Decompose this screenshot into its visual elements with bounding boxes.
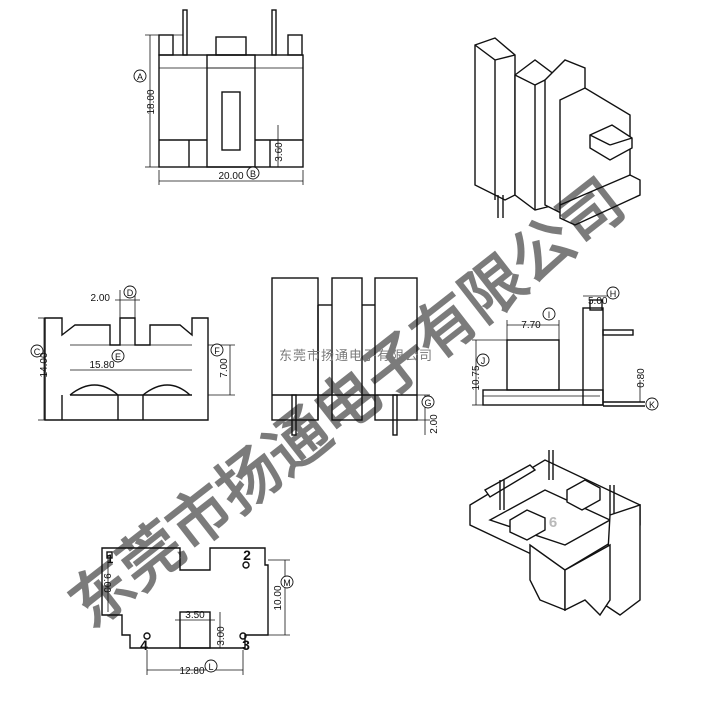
callout-k-label: K [649, 400, 655, 410]
callout-m [280, 575, 294, 589]
dim-left-9: 9.00 [101, 573, 112, 593]
callout-b-label: B [250, 169, 256, 179]
pin-number-4: 4 [140, 637, 148, 653]
dim-inner-width-15.8: 15.80 [89, 360, 114, 371]
callout-f [210, 343, 224, 357]
dim-span-12.8: 12.80 [179, 666, 204, 677]
callout-g [421, 395, 435, 409]
dim-slot-width-3.5: 3.50 [185, 610, 205, 621]
pin-front-view [271, 277, 430, 436]
callout-a [133, 69, 147, 83]
callout-l-label: L [208, 662, 213, 672]
side-view [38, 290, 235, 421]
dim-slot-height-3: 3.00 [216, 626, 227, 646]
iso-view-bottom [469, 450, 641, 617]
dim-height-14: 14.00 [39, 352, 50, 377]
page-number: 6 [549, 514, 557, 531]
dim-width-20: 20.00 [218, 171, 243, 182]
pin-number-2: 2 [243, 547, 251, 563]
callout-i-label: I [548, 310, 551, 320]
dim-height-18: 18.00 [146, 89, 157, 114]
watermark-horizontal: 东莞市扬通电子有限公司 [279, 348, 433, 363]
callout-c-label: C [34, 347, 41, 357]
callout-d-label: D [127, 288, 134, 298]
callout-k [645, 397, 659, 411]
dim-pin-length-2: 2.00 [429, 414, 440, 434]
dim-inner-height-7: 7.00 [219, 358, 230, 378]
dim-notch-3.6: 3.60 [274, 142, 285, 162]
callout-d [123, 285, 137, 299]
callout-m-label: M [283, 578, 291, 588]
dim-top-gap-2: 2.00 [91, 293, 111, 304]
callout-l [204, 659, 218, 673]
callout-b [246, 166, 260, 180]
dim-top-5: 5.00 [588, 296, 608, 307]
callout-j [476, 353, 490, 367]
pin-number-1: 1 [107, 552, 114, 566]
callout-a-label: A [137, 72, 143, 82]
callout-e [111, 349, 125, 363]
dim-height-10.75: 10.75 [471, 365, 482, 390]
callout-h-label: H [610, 289, 617, 299]
callout-i [542, 307, 556, 321]
callout-e-label: E [115, 352, 121, 362]
dim-right-10: 10.00 [273, 585, 284, 610]
callout-h [606, 286, 620, 300]
iso-view-top [474, 37, 641, 226]
callout-g-label: G [424, 398, 431, 408]
pin-side-view [472, 295, 645, 407]
callout-j-label: J [481, 356, 486, 366]
dim-width-7.7: 7.70 [521, 320, 541, 331]
front-view [145, 9, 304, 185]
callout-f-label: F [214, 346, 220, 356]
callout-c [30, 344, 44, 358]
pin-number-3: 3 [242, 637, 250, 653]
footprint-view [101, 547, 290, 675]
dim-pin-0.8: 0.80 [636, 368, 647, 388]
